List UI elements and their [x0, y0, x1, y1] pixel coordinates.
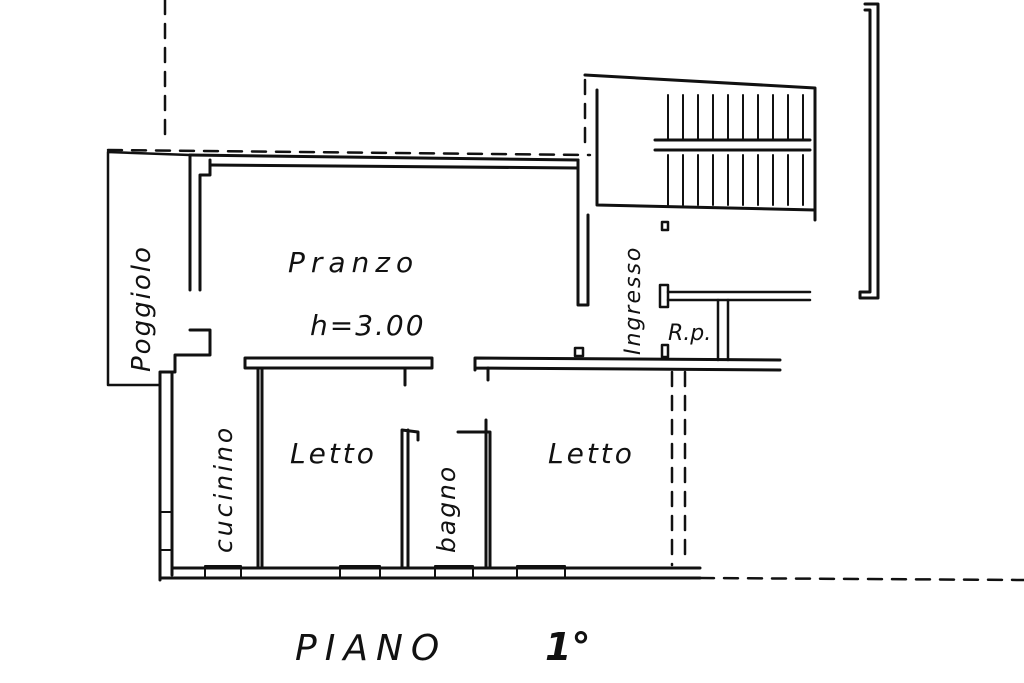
label-rp: R.p.	[668, 321, 711, 346]
label-height: h=3.00	[310, 309, 426, 342]
label-cucinino: cucinino	[209, 425, 238, 553]
interior-walls	[243, 356, 782, 570]
title-piano: PIANO	[295, 628, 447, 669]
stair-treads	[667, 94, 804, 206]
cucinino-window	[159, 511, 173, 551]
bottom-windows	[204, 565, 566, 579]
label-bagno: bagno	[432, 465, 461, 553]
label-letto-right: Letto	[548, 437, 635, 470]
staircase	[583, 73, 817, 222]
dashed-boundaries	[106, 0, 1024, 582]
title-floor-number: 1°	[545, 625, 590, 669]
right-building-wall	[858, 2, 880, 300]
label-pranzo: Pranzo	[288, 246, 419, 279]
label-poggiolo: Poggiolo	[127, 245, 157, 372]
poggiolo-balcony	[106, 150, 192, 387]
ingresso-landing	[573, 220, 812, 362]
label-letto-left: Letto	[290, 437, 377, 470]
label-ingresso: Ingresso	[621, 246, 646, 355]
